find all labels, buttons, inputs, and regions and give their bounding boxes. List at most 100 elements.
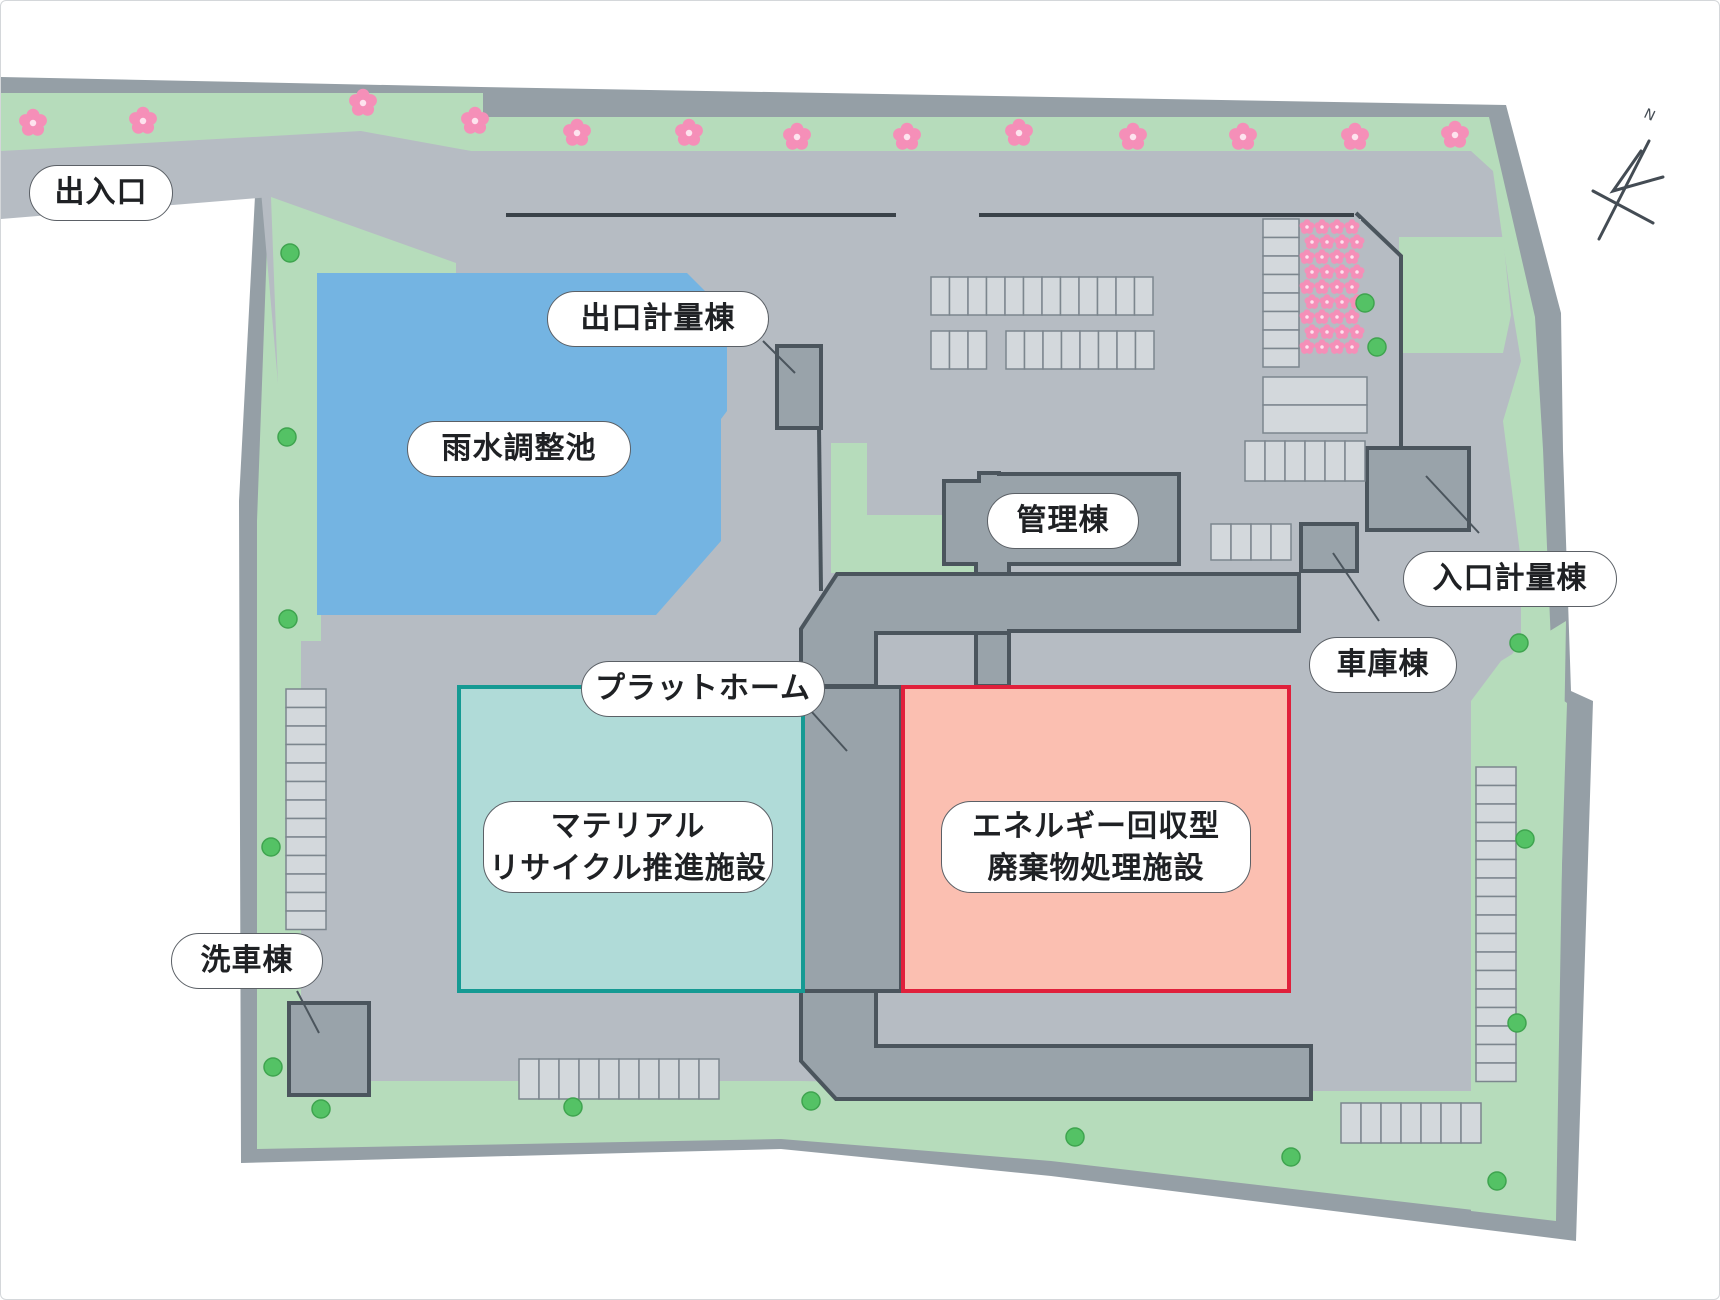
parking-stall-icon: [518, 1058, 540, 1100]
tree-icon: [1515, 829, 1535, 849]
parking-stall-icon: [1475, 840, 1517, 861]
sakura-icon: [1441, 120, 1469, 148]
parking-stall-icon: [1304, 440, 1326, 482]
rain-pond-label: 雨水調整池: [407, 421, 631, 477]
garage-leader: [1332, 552, 1380, 622]
sakura-icon: [1319, 264, 1335, 279]
parking-stall-icon: [1022, 276, 1043, 316]
entry-scale-leader: [1425, 475, 1480, 534]
parking-stall-icon: [1079, 330, 1100, 370]
sakura-icon: [1319, 324, 1335, 339]
parking-stall-icon: [1475, 951, 1517, 972]
sakura-icon: [1329, 219, 1345, 234]
sakura-icon: [1005, 118, 1033, 146]
parking-stall-icon: [1360, 1102, 1382, 1144]
parking-stall-icon: [1420, 1102, 1442, 1144]
tree-icon: [278, 609, 298, 629]
entry-scale-label: 入口計量棟: [1403, 551, 1617, 607]
parking-stall-icon: [1475, 803, 1517, 824]
tree-icon: [801, 1091, 821, 1111]
parking-stall-icon: [1400, 1102, 1422, 1144]
parking-stall-icon: [948, 276, 969, 316]
parking-stall-icon: [1340, 1102, 1362, 1144]
sakura-icon: [1329, 309, 1345, 324]
admin-label: 管理棟: [987, 493, 1139, 549]
sakura-icon: [1299, 219, 1315, 234]
sakura-icon: [1334, 294, 1350, 309]
parking-stall-icon: [1475, 858, 1517, 879]
tree-icon: [1065, 1127, 1085, 1147]
sakura-icon: [675, 118, 703, 146]
parking-stall-icon: [285, 780, 327, 801]
parking-stall-icon: [558, 1058, 580, 1100]
parking-stall-icon: [1262, 310, 1300, 331]
parking-stall-icon: [930, 276, 951, 316]
sakura-icon: [1229, 122, 1257, 150]
parking-stall-icon: [1475, 932, 1517, 953]
parking-stall-icon: [985, 276, 1006, 316]
parking-stall-icon: [285, 910, 327, 931]
parking-stall-icon: [1004, 276, 1025, 316]
parking-stall-icon: [1210, 523, 1232, 561]
parking-stall-icon: [1059, 276, 1080, 316]
sakura-icon: [783, 122, 811, 150]
parking-stall-icon: [698, 1058, 720, 1100]
parking-stall-icon: [285, 817, 327, 838]
parking-stall-icon: [1475, 1062, 1517, 1083]
sakura-icon: [1349, 324, 1365, 339]
parking-stall-icon: [967, 276, 988, 316]
ramp-north: [799, 572, 1301, 688]
parking-stall-icon: [1133, 276, 1154, 316]
parking-stall-icon: [1475, 821, 1517, 842]
tree-icon: [1355, 293, 1375, 313]
sakura-icon: [1319, 234, 1335, 249]
tree-icon: [1487, 1171, 1507, 1191]
sakura-icon: [1119, 122, 1147, 150]
parking-stall-icon: [1262, 292, 1300, 313]
car-wash-leader: [296, 990, 320, 1034]
parking-stall-icon: [1262, 255, 1300, 276]
tree-icon: [1367, 337, 1387, 357]
sakura-icon: [1344, 339, 1360, 354]
parking-stall-icon: [285, 799, 327, 820]
parking-stall-icon: [1475, 784, 1517, 805]
parking-stall-icon: [1244, 440, 1266, 482]
parking-stall-icon: [1097, 330, 1118, 370]
material-line1: マテリアル: [550, 809, 706, 844]
parking-stall-icon: [638, 1058, 660, 1100]
parking-stall-icon: [1475, 969, 1517, 990]
parking-stall-icon: [1475, 895, 1517, 916]
tree-icon: [1507, 1013, 1527, 1033]
tree-icon: [563, 1097, 583, 1117]
energy-facility-label: エネルギー回収型 廃棄物処理施設: [941, 801, 1251, 893]
parking-stall-icon: [948, 330, 969, 370]
sakura-icon: [1334, 264, 1350, 279]
parking-stall-icon: [578, 1058, 600, 1100]
parking-stall-icon: [1475, 766, 1517, 787]
sakura-icon: [1329, 339, 1345, 354]
sakura-icon: [129, 106, 157, 134]
parking-stall-icon: [1262, 273, 1300, 294]
parking-stall-icon: [1262, 404, 1368, 434]
sakura-icon: [1329, 279, 1345, 294]
sakura-icon: [1299, 309, 1315, 324]
parking-stall-icon: [1005, 330, 1026, 370]
parking-stall-icon: [1475, 988, 1517, 1009]
parking-stall-icon: [1116, 330, 1137, 370]
parking-stall-icon: [1262, 329, 1300, 350]
parking-stall-icon: [285, 854, 327, 875]
exit-scale-label: 出口計量棟: [547, 291, 769, 347]
parking-stall-icon: [1115, 276, 1136, 316]
parking-stall-icon: [285, 873, 327, 894]
sakura-icon: [1334, 234, 1350, 249]
parking-stall-icon: [1134, 330, 1155, 370]
road-marking: [506, 213, 896, 217]
parking-stall-icon: [1264, 440, 1286, 482]
parking-stall-icon: [1380, 1102, 1402, 1144]
exit-scale-passage: [817, 427, 823, 592]
parking-stall-icon: [930, 330, 951, 370]
entry-scale-building: [1365, 446, 1471, 532]
north-arrow-icon: [1591, 139, 1665, 241]
parking-stall-icon: [285, 891, 327, 912]
